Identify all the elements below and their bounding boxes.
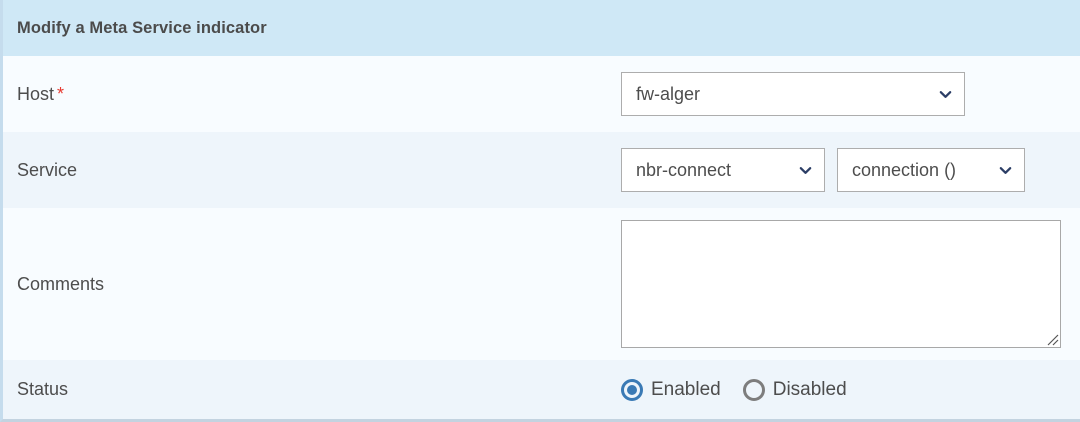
host-label-text: Host xyxy=(17,83,55,104)
host-field: fw-alger xyxy=(621,72,1080,116)
radio-dot xyxy=(627,384,637,395)
page-title: Modify a Meta Service indicator xyxy=(17,18,267,37)
service-label-text: Service xyxy=(17,159,78,180)
service-select-value: nbr-connect xyxy=(636,159,732,180)
host-select-value: fw-alger xyxy=(636,83,701,104)
panel-header: Modify a Meta Service indicator xyxy=(3,0,1080,56)
comments-label: Comments xyxy=(3,274,621,295)
metric-select[interactable]: connection () xyxy=(837,148,1025,192)
radio-selected-icon[interactable] xyxy=(621,378,643,401)
status-label-text: Status xyxy=(17,379,69,399)
service-select[interactable]: nbr-connect xyxy=(621,148,825,192)
host-label: Host* xyxy=(3,84,621,105)
service-field: nbr-connect connection () xyxy=(621,148,1080,192)
required-indicator: * xyxy=(57,83,65,104)
service-label: Service xyxy=(3,160,621,181)
metric-select-value: connection () xyxy=(852,159,957,180)
comments-label-text: Comments xyxy=(17,273,105,294)
status-radio-group: Enabled Disabled xyxy=(621,378,869,401)
status-field: Enabled Disabled xyxy=(621,378,1080,401)
form-row-service: Service nbr-connect connection () xyxy=(3,132,1080,208)
comments-textarea[interactable] xyxy=(621,220,1061,348)
resize-grip-icon[interactable] xyxy=(1045,332,1059,346)
comments-field xyxy=(621,220,1080,348)
form-row-host: Host* fw-alger xyxy=(3,56,1080,132)
radio-unselected-icon[interactable] xyxy=(742,378,765,401)
form-row-status: Status Enabled Disabled xyxy=(3,360,1080,419)
status-radio-disabled-label: Disabled xyxy=(772,378,847,400)
chevron-down-icon xyxy=(938,87,953,102)
status-radio-enabled-label: Enabled xyxy=(651,378,721,400)
form-row-comments: Comments xyxy=(3,208,1080,360)
host-select[interactable]: fw-alger xyxy=(621,72,965,116)
chevron-down-icon xyxy=(998,163,1013,178)
status-radio-enabled[interactable]: Enabled xyxy=(621,378,721,401)
status-radio-disabled[interactable]: Disabled xyxy=(742,378,847,401)
status-label: Status xyxy=(3,379,621,400)
chevron-down-icon xyxy=(798,163,813,178)
